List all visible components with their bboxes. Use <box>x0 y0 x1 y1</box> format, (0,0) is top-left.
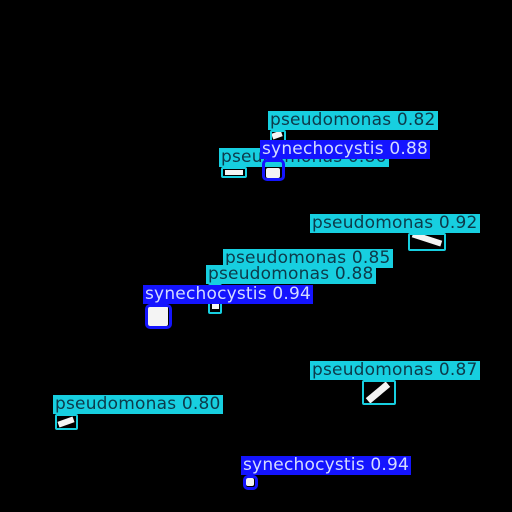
bounding-box <box>243 475 258 490</box>
bacterium <box>225 170 243 175</box>
bounding-box <box>362 380 396 405</box>
bounding-box <box>262 159 285 181</box>
detection-pseudomonas[interactable]: pseudomonas 0.86 <box>219 148 389 178</box>
bounding-box <box>408 233 446 251</box>
bounding-box <box>55 414 78 430</box>
bacterium <box>148 306 168 326</box>
detection-pseudomonas[interactable]: pseudomonas 0.87 <box>310 361 480 405</box>
detection-synechocystis[interactable]: synechocystis 0.94 <box>241 456 412 490</box>
detection-label: pseudomonas 0.92 <box>310 213 480 233</box>
bounding-box <box>145 304 172 329</box>
bounding-box <box>221 167 247 178</box>
detection-pseudomonas[interactable]: pseudomonas 0.80 <box>53 395 223 430</box>
bacterium <box>266 168 280 178</box>
detection-pseudomonas[interactable]: pseudomonas 0.82 <box>268 111 438 142</box>
detection-label: synechocystis 0.88 <box>260 139 431 159</box>
detection-label: pseudomonas 0.85 <box>223 248 393 268</box>
detection-pseudomonas[interactable]: pseudomonas 0.85 <box>223 249 393 284</box>
detection-synechocystis[interactable]: synechocystis 0.94 <box>143 285 314 329</box>
detection-label: pseudomonas 0.88 <box>206 264 376 284</box>
detection-label: pseudomonas 0.80 <box>53 394 223 414</box>
bacterium <box>246 478 254 486</box>
detection-label: pseudomonas 0.87 <box>310 360 480 380</box>
detection-label: synechocystis 0.94 <box>143 284 314 304</box>
detection-pseudomonas[interactable]: pseudomonas 0.92 <box>310 214 480 251</box>
detection-pseudomonas[interactable]: pseudomonas 0.88 <box>206 265 376 314</box>
detection-synechocystis[interactable]: synechocystis 0.88 <box>260 140 431 181</box>
detection-label: synechocystis 0.94 <box>241 455 412 475</box>
detection-label: pseudomonas 0.82 <box>268 110 438 130</box>
